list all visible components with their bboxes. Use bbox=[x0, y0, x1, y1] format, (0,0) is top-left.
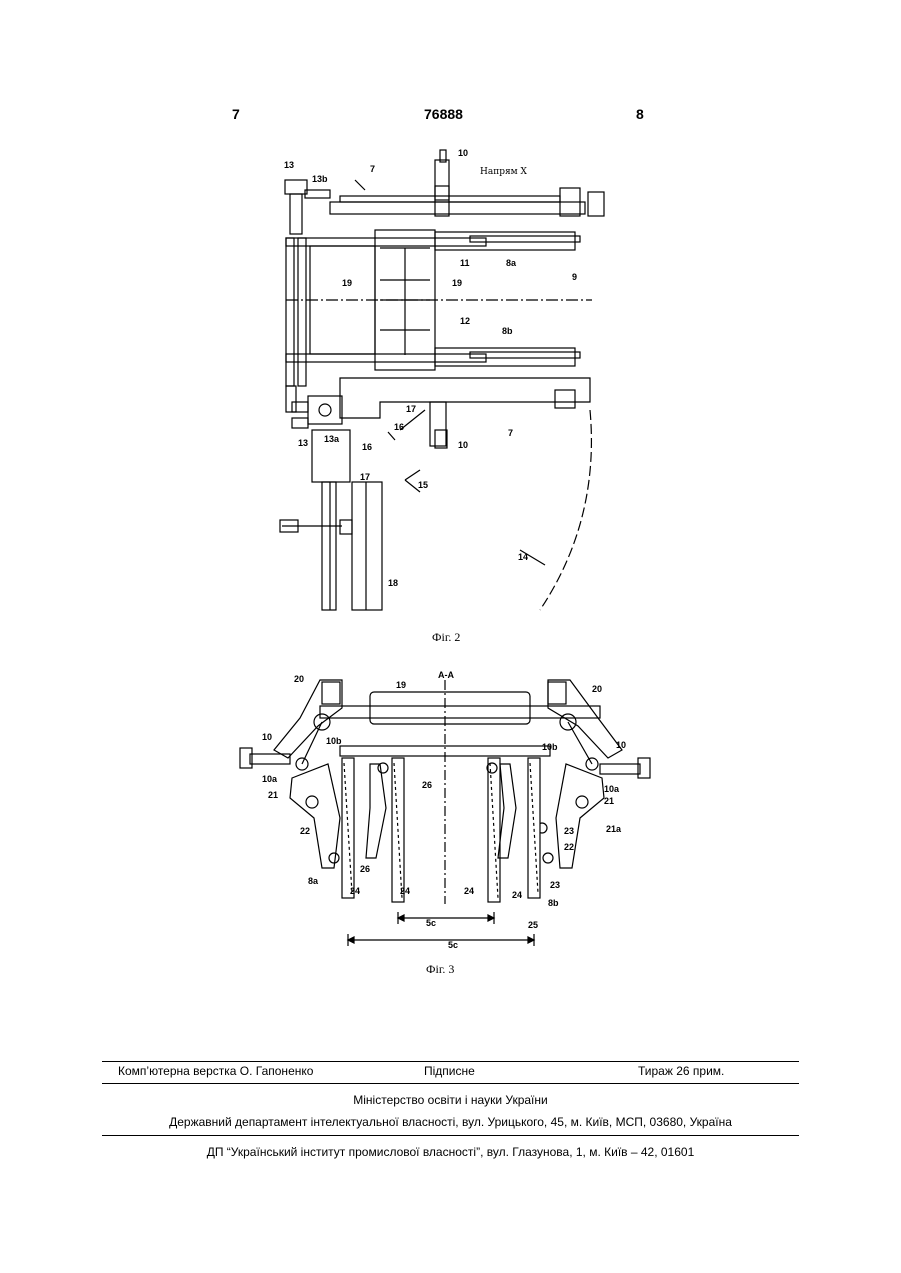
fig2-label: 10 bbox=[458, 440, 468, 450]
left-page-number: 7 bbox=[232, 106, 240, 122]
fig3-label: 20 bbox=[294, 674, 304, 684]
fig3-label: 8a bbox=[308, 876, 319, 886]
fig2-label: 7 bbox=[370, 164, 375, 174]
fig3-label: 23 bbox=[564, 826, 574, 836]
signed-label: Підписне bbox=[424, 1064, 475, 1078]
fig3-label: 25 bbox=[528, 920, 538, 930]
fig2-label: 14 bbox=[518, 552, 528, 562]
fig3-label: 24 bbox=[350, 886, 360, 896]
fig3-label: 10a bbox=[604, 784, 620, 794]
fig2-label: 7 bbox=[508, 428, 513, 438]
fig3-label: 21 bbox=[268, 790, 278, 800]
footer-rule-top bbox=[102, 1061, 799, 1062]
dimension-label: 5c bbox=[426, 918, 436, 928]
fig2-label: 9 bbox=[572, 272, 577, 282]
footer-rule-middle bbox=[102, 1083, 799, 1084]
fig3-label: 10 bbox=[616, 740, 626, 750]
circulation-label: Тираж 26 прим. bbox=[638, 1064, 724, 1078]
figure-3-caption: Фіг. 3 bbox=[426, 962, 454, 977]
fig3-label: 10b bbox=[326, 736, 342, 746]
fig3-label: 24 bbox=[512, 890, 522, 900]
fig2-label: 12 bbox=[460, 316, 470, 326]
fig3-label: 21 bbox=[604, 796, 614, 806]
fig3-label: 24 bbox=[400, 886, 410, 896]
fig3-label: 21a bbox=[606, 824, 622, 834]
fig2-label: 8a bbox=[506, 258, 517, 268]
fig2-label: 18 bbox=[388, 578, 398, 588]
fig2-label: 13b bbox=[312, 174, 328, 184]
fig2-label: 17 bbox=[406, 404, 416, 414]
figure-2-caption: Фіг. 2 bbox=[432, 630, 460, 645]
dimension-label: 5c bbox=[448, 940, 458, 950]
layout-credit: Комп’ютерна верстка О. Гапоненко bbox=[118, 1064, 313, 1078]
fig3-label: 24 bbox=[464, 886, 474, 896]
direction-label: Напрям X bbox=[480, 167, 528, 177]
fig3-label: 22 bbox=[564, 842, 574, 852]
department-address: Державний департамент інтелектуальної вл… bbox=[102, 1115, 799, 1129]
footer-rule-bottom bbox=[102, 1135, 799, 1136]
fig3-label: 19 bbox=[396, 680, 406, 690]
fig3-label: 26 bbox=[422, 780, 432, 790]
right-page-number: 8 bbox=[636, 106, 644, 122]
ministry-name: Міністерство освіти і науки України bbox=[102, 1093, 799, 1107]
institute-address: ДП “Український інститут промислової вла… bbox=[102, 1145, 799, 1159]
section-label: A-A bbox=[438, 670, 454, 680]
fig2-label: 10 bbox=[458, 148, 468, 158]
fig2-label: 19 bbox=[342, 278, 352, 288]
fig3-label: 22 bbox=[300, 826, 310, 836]
fig3-label: 20 bbox=[592, 684, 602, 694]
fig2-label: 16 bbox=[394, 422, 404, 432]
fig3-label: 10b bbox=[542, 742, 558, 752]
figure-3-drawing: 20 19 20 A-A 10 10b 10b 10 10a 10a 21 21… bbox=[230, 668, 670, 958]
fig3-label: 8b bbox=[548, 898, 559, 908]
fig3-label: 23 bbox=[550, 880, 560, 890]
fig2-label: 16 bbox=[362, 442, 372, 452]
fig2-label: 13 bbox=[298, 438, 308, 448]
fig2-label: 13 bbox=[284, 160, 294, 170]
fig2-label: 8b bbox=[502, 326, 513, 336]
fig3-label: 10a bbox=[262, 774, 278, 784]
fig2-label: 17 bbox=[360, 472, 370, 482]
fig2-label: 13a bbox=[324, 434, 340, 444]
figure-2-drawing: Напрям X 13 13b 7 10 8a 11 19 19 9 12 8b… bbox=[270, 140, 610, 615]
fig2-label: 19 bbox=[452, 278, 462, 288]
fig2-label: 15 bbox=[418, 480, 428, 490]
fig3-label: 26 bbox=[360, 864, 370, 874]
fig2-label: 11 bbox=[460, 258, 470, 268]
patent-number: 76888 bbox=[424, 106, 463, 122]
fig3-label: 10 bbox=[262, 732, 272, 742]
